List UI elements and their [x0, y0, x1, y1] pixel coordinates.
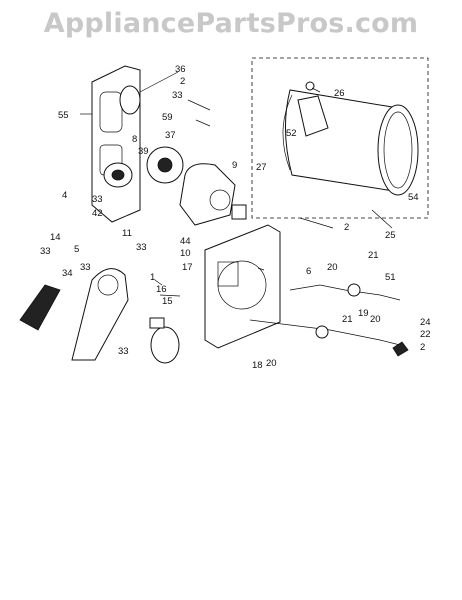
- drum-slide-rail-lower[interactable]: [249, 319, 401, 346]
- roller-shaft-bracket[interactable]: [392, 341, 409, 357]
- callout-55: 55: [58, 110, 69, 121]
- callout-1: 1: [150, 272, 155, 283]
- callout-17: 17: [182, 262, 193, 273]
- callout-36: 36: [175, 64, 186, 75]
- drum-dashed-box: [251, 57, 429, 219]
- callout-33f: 33: [118, 346, 129, 357]
- blower-wheel[interactable]: [146, 146, 184, 184]
- callout-33a: 33: [172, 90, 183, 101]
- callout-22: 22: [420, 329, 431, 340]
- callout-44: 44: [180, 236, 191, 247]
- drum-baffle[interactable]: [297, 95, 329, 137]
- callout-25: 25: [385, 230, 396, 241]
- callout-15: 15: [162, 296, 173, 307]
- motor-switch[interactable]: [231, 204, 247, 220]
- callout-10: 10: [180, 248, 191, 259]
- callout-20b: 20: [370, 314, 381, 325]
- front-bulkhead[interactable]: [204, 224, 281, 349]
- callout-11: 11: [122, 228, 132, 239]
- idler-pulley[interactable]: [103, 162, 133, 188]
- callout-33b: 33: [92, 194, 103, 205]
- drum-roller-upper[interactable]: [347, 283, 361, 297]
- drive-motor[interactable]: [179, 163, 247, 226]
- callout-16: 16: [156, 284, 167, 295]
- callout-18: 18: [252, 360, 263, 371]
- callout-52: 52: [286, 128, 297, 139]
- callout-8: 8: [132, 134, 137, 145]
- callout-27: 27: [256, 162, 267, 173]
- callout-42: 42: [92, 208, 103, 219]
- callout-21a: 21: [368, 250, 379, 261]
- callout-39: 39: [138, 146, 149, 157]
- belt[interactable]: [119, 85, 141, 115]
- callout-19: 19: [358, 308, 369, 319]
- drive-belt[interactable]: [149, 317, 180, 364]
- callout-9: 9: [232, 160, 237, 171]
- callout-21b: 21: [342, 314, 353, 325]
- callout-33c: 33: [40, 246, 51, 257]
- callout-20c: 20: [266, 358, 277, 369]
- callout-33e: 33: [80, 262, 91, 273]
- callout-51: 51: [385, 272, 396, 283]
- callout-59: 59: [162, 112, 173, 123]
- callout-34: 34: [62, 268, 73, 279]
- drum-assembly[interactable]: [251, 57, 429, 219]
- blower-housing[interactable]: [71, 268, 129, 361]
- lint-filter[interactable]: [19, 284, 61, 331]
- callout-2c: 2: [420, 342, 425, 353]
- callout-37: 37: [165, 130, 176, 141]
- callout-4: 4: [62, 190, 67, 201]
- callout-24: 24: [420, 317, 431, 328]
- callout-20a: 20: [327, 262, 338, 273]
- callout-26: 26: [334, 88, 345, 99]
- drum-roller-lower[interactable]: [315, 325, 329, 339]
- callout-5: 5: [74, 244, 79, 255]
- drum-slide-rail[interactable]: [289, 284, 401, 301]
- watermark: AppliancePartsPros.com: [43, 8, 419, 39]
- callout-33d: 33: [136, 242, 147, 253]
- callout-14: 14: [50, 232, 61, 243]
- leader-lines: [80, 71, 393, 297]
- callout-2b: 2: [344, 222, 349, 233]
- callout-6: 6: [306, 266, 311, 277]
- callout-54: 54: [408, 192, 419, 203]
- callout-2a: 2: [180, 76, 185, 87]
